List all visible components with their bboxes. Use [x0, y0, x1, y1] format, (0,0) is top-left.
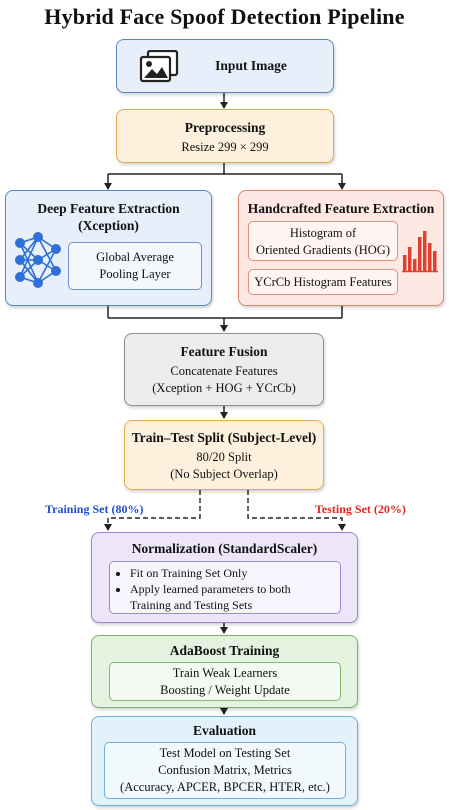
ycrcb-label: YCrCb Histogram Features — [254, 275, 392, 289]
deep-feature-subtitle: (Xception) — [78, 218, 139, 233]
training-set-label: Training Set (80%) — [45, 502, 144, 516]
handcrafted-feature-title: Handcrafted Feature Extraction — [247, 201, 435, 216]
evaluation-line1: Test Model on Testing Set — [159, 746, 291, 760]
deep-feature-box: Deep Feature Extraction (Xception) Globa… — [5, 190, 212, 306]
neural-network-icon — [12, 231, 64, 294]
fusion-line2: (Xception + HOG + YCrCb) — [152, 381, 296, 395]
global-average-pooling-box: Global Average Pooling Layer — [68, 242, 202, 290]
normalization-title: Normalization (StandardScaler) — [131, 541, 318, 556]
adaboost-title: AdaBoost Training — [169, 643, 280, 658]
split-title: Train–Test Split (Subject-Level) — [131, 430, 317, 445]
normalization-inner-box: Fit on Training Set Only Apply learned p… — [109, 561, 341, 614]
ycrcb-box: YCrCb Histogram Features — [248, 269, 398, 295]
evaluation-title: Evaluation — [192, 723, 257, 738]
input-image-box: Input Image — [116, 39, 334, 93]
feature-fusion-box: Feature Fusion Concatenate Features (Xce… — [124, 333, 324, 406]
fusion-title: Feature Fusion — [180, 344, 268, 359]
pooling-line2: Pooling Layer — [99, 267, 171, 281]
normalization-bullet-2-cont: Training and Testing Sets — [130, 598, 253, 612]
evaluation-line2: Confusion Matrix, Metrics — [158, 763, 292, 777]
train-test-split-box: Train–Test Split (Subject-Level) 80/20 S… — [124, 420, 324, 490]
diagram-title: Hybrid Face Spoof Detection Pipeline — [44, 4, 405, 29]
preprocessing-detail: Resize 299 × 299 — [181, 140, 269, 154]
arrow-testing-dashed — [247, 490, 346, 531]
fusion-line1: Concatenate Features — [170, 364, 278, 378]
testing-set-label: Testing Set (20%) — [315, 502, 406, 516]
evaluation-line3: (Accuracy, APCER, BPCER, HTER, etc.) — [120, 780, 330, 794]
split-line2: (No Subject Overlap) — [170, 467, 278, 481]
normalization-box: Normalization (StandardScaler) Fit on Tr… — [91, 532, 358, 623]
normalization-bullet-1: Fit on Training Set Only — [130, 565, 340, 581]
hog-line1: Histogram of — [289, 226, 357, 240]
evaluation-inner-box: Test Model on Testing Set Confusion Matr… — [104, 742, 346, 799]
arrow-training-dashed — [104, 490, 201, 531]
adaboost-line1: Train Weak Learners — [172, 666, 278, 680]
image-icon — [139, 49, 179, 89]
normalization-bullet-2: Apply learned parameters to both — [130, 581, 340, 597]
adaboost-line2: Boosting / Weight Update — [160, 683, 290, 697]
split-line1: 80/20 Split — [196, 450, 252, 464]
input-image-label: Input Image — [215, 58, 287, 73]
adaboost-inner-box: Train Weak Learners Boosting / Weight Up… — [109, 662, 341, 701]
preprocessing-box: Preprocessing Resize 299 × 299 — [116, 109, 334, 163]
preprocessing-title: Preprocessing — [184, 120, 266, 135]
adaboost-box: AdaBoost Training Train Weak Learners Bo… — [91, 635, 358, 708]
pooling-line1: Global Average — [96, 250, 174, 264]
evaluation-box: Evaluation Test Model on Testing Set Con… — [91, 716, 358, 806]
bar-chart-icon — [402, 229, 438, 278]
handcrafted-feature-box: Handcrafted Feature Extraction Histogram… — [238, 190, 444, 306]
deep-feature-title: Deep Feature Extraction — [37, 201, 180, 216]
hog-line2: Oriented Gradients (HOG) — [256, 243, 390, 257]
hog-box: Histogram of Oriented Gradients (HOG) — [248, 221, 398, 261]
